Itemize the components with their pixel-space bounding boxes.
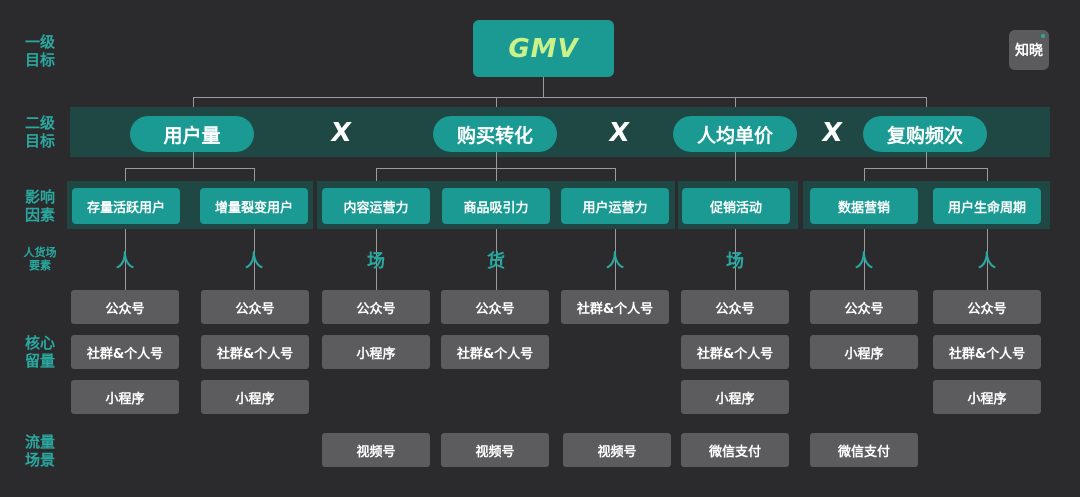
logo-text: 知晓: [1015, 43, 1043, 59]
logo-dot: [1041, 34, 1045, 38]
retention-item: 小程序: [322, 335, 430, 369]
retention-item: 小程序: [810, 335, 918, 369]
element-label: 人: [245, 251, 263, 272]
row-label-line: 核心: [24, 334, 55, 352]
connector: [376, 168, 377, 188]
retention-item: 社群&个人号: [561, 290, 669, 324]
factor-data-marketing: 数据营销: [810, 188, 918, 224]
retention-item: 公众号: [681, 290, 789, 324]
row-label-line: 流量: [24, 433, 55, 451]
retention-item: 小程序: [71, 380, 179, 414]
element-label: 人: [978, 251, 996, 272]
retention-item: 小程序: [201, 380, 309, 414]
factor-active-users: 存量活跃用户: [72, 188, 180, 224]
connector: [926, 97, 927, 115]
connector: [125, 168, 255, 169]
traffic-item: 视频号: [322, 433, 430, 467]
row-label-line: 要素: [29, 259, 51, 272]
connector: [987, 224, 988, 290]
row-label-level2: 二级 目标: [20, 114, 60, 150]
connector: [125, 168, 126, 188]
retention-item: 社群&个人号: [201, 335, 309, 369]
retention-item: 公众号: [322, 290, 430, 324]
traffic-item: 微信支付: [810, 433, 918, 467]
retention-item: 公众号: [441, 290, 549, 324]
connector: [193, 152, 194, 168]
connector: [864, 224, 865, 290]
connector: [735, 224, 736, 290]
retention-item: 社群&个人号: [933, 335, 1041, 369]
retention-item: 社群&个人号: [681, 335, 789, 369]
row-label-traffic: 流量 场景: [20, 433, 60, 469]
connector: [193, 97, 927, 98]
connector: [125, 224, 126, 290]
gmv-goal: GMV: [473, 20, 614, 77]
connector: [735, 152, 736, 188]
connector: [926, 152, 927, 168]
multiply-operator: X: [328, 118, 354, 148]
retention-item: 小程序: [933, 380, 1041, 414]
connector: [376, 224, 377, 290]
row-label-line: 一级: [24, 33, 55, 51]
connector: [496, 97, 497, 115]
goal-purchase-conversion: 购买转化: [433, 116, 557, 152]
connector: [543, 77, 544, 97]
factor-user-ops: 用户运营力: [561, 188, 669, 224]
connector: [496, 152, 497, 168]
connector: [254, 168, 255, 188]
connector: [987, 168, 988, 188]
retention-item: 公众号: [71, 290, 179, 324]
factor-user-lifecycle: 用户生命周期: [933, 188, 1041, 224]
retention-item: 公众号: [933, 290, 1041, 324]
row-label-line: 留量: [24, 352, 55, 370]
connector: [254, 224, 255, 290]
traffic-item: 微信支付: [681, 433, 789, 467]
retention-item: 公众号: [201, 290, 309, 324]
row-label-factors: 影响 因素: [20, 188, 60, 224]
row-label-line: 场景: [24, 451, 55, 469]
connector: [735, 97, 736, 115]
element-label: 人: [855, 251, 873, 272]
row-label-line: 目标: [24, 51, 55, 69]
factor-product-appeal: 商品吸引力: [442, 188, 550, 224]
multiply-operator: X: [819, 118, 845, 148]
row-label-line: 二级: [24, 114, 55, 132]
connector: [864, 168, 865, 188]
goal-user-count: 用户量: [130, 116, 254, 152]
logo: 知晓: [1009, 30, 1049, 70]
row-label-line: 人货场: [23, 246, 57, 259]
factor-promotion: 促销活动: [682, 188, 790, 224]
retention-item: 公众号: [810, 290, 918, 324]
row-label-line: 目标: [24, 132, 55, 150]
goal-repurchase-frequency: 复购频次: [863, 116, 987, 152]
retention-item: 小程序: [681, 380, 789, 414]
factor-fission-users: 增量裂变用户: [200, 188, 308, 224]
row-label-retention: 核心 留量: [20, 334, 60, 370]
element-label: 货: [487, 251, 505, 272]
connector: [193, 97, 194, 115]
traffic-item: 视频号: [441, 433, 549, 467]
row-label-elements: 人货场 要素: [20, 246, 60, 272]
element-label: 人: [606, 251, 624, 272]
element-label: 人: [116, 251, 134, 272]
row-label-line: 因素: [24, 206, 55, 224]
element-label: 场: [726, 251, 744, 272]
factor-content-ops: 内容运营力: [322, 188, 430, 224]
connector: [615, 168, 616, 188]
connector: [496, 168, 497, 188]
row-label-line: 影响: [24, 188, 55, 206]
connector: [496, 224, 497, 290]
element-label: 场: [367, 251, 385, 272]
connector: [615, 224, 616, 290]
goal-avg-price: 人均单价: [673, 116, 797, 152]
connector: [864, 168, 988, 169]
multiply-operator: X: [606, 118, 632, 148]
retention-item: 社群&个人号: [71, 335, 179, 369]
traffic-item: 视频号: [563, 433, 671, 467]
retention-item: 社群&个人号: [441, 335, 549, 369]
row-label-level1: 一级 目标: [20, 33, 60, 69]
